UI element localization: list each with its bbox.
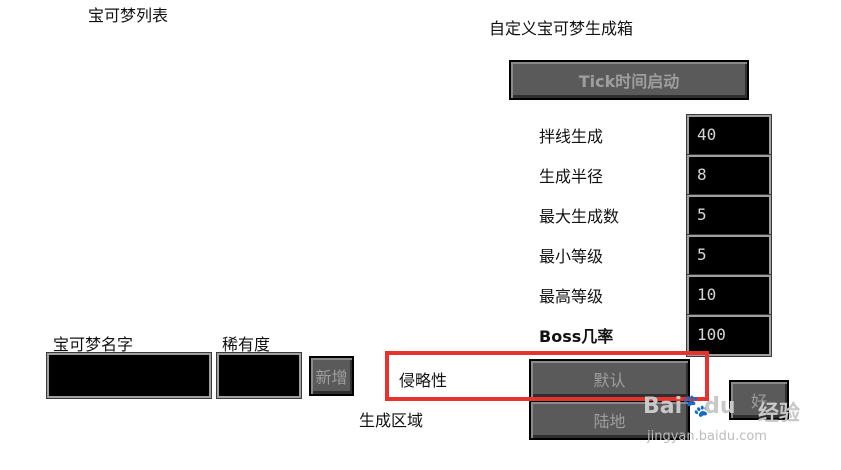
pokemon-list-title: 宝可梦列表 <box>88 6 169 25</box>
add-pokemon-button[interactable]: 新增 <box>309 356 354 396</box>
field-label-trigger-spawn: 拌线生成 <box>539 127 604 146</box>
paw-icon: 🐾 <box>682 394 710 419</box>
spawn-region-label: 生成区域 <box>359 411 424 430</box>
aggression-toggle-button[interactable]: 默认 <box>529 359 690 399</box>
pokemon-name-input[interactable] <box>46 352 212 399</box>
field-label-max-level: 最高等级 <box>539 287 604 306</box>
trigger-spawn-input[interactable]: 40 <box>686 114 772 157</box>
rarity-input[interactable] <box>216 352 302 399</box>
tick-start-button[interactable]: Tick时间启动 <box>509 60 749 100</box>
field-label-boss-chance: Boss几率 <box>539 327 614 346</box>
min-level-input[interactable]: 5 <box>686 234 772 277</box>
watermark-url: jingyan.baidu.com <box>647 429 767 444</box>
max-level-input[interactable]: 10 <box>686 274 772 317</box>
field-label-min-level: 最小等级 <box>539 247 604 266</box>
field-label-spawn-radius: 生成半径 <box>539 167 604 186</box>
spawn-region-button[interactable]: 陆地 <box>529 400 690 440</box>
ok-button[interactable]: 好 <box>729 380 789 420</box>
spawn-box-title: 自定义宝可梦生成箱 <box>489 19 634 38</box>
pokemon-name-label: 宝可梦名字 <box>53 335 134 354</box>
watermark-brand: 经验 <box>758 401 800 425</box>
watermark-logo-right: du <box>704 394 736 419</box>
field-label-max-spawn: 最大生成数 <box>539 207 620 226</box>
watermark-logo-left: Bai <box>643 394 683 419</box>
boss-chance-input[interactable]: 100 <box>686 314 772 357</box>
spawn-radius-input[interactable]: 8 <box>686 154 772 197</box>
max-spawn-input[interactable]: 5 <box>686 194 772 237</box>
watermark-logo: Bai🐾du <box>643 394 736 419</box>
rarity-label: 稀有度 <box>222 335 271 354</box>
aggression-label: 侵略性 <box>399 371 448 390</box>
